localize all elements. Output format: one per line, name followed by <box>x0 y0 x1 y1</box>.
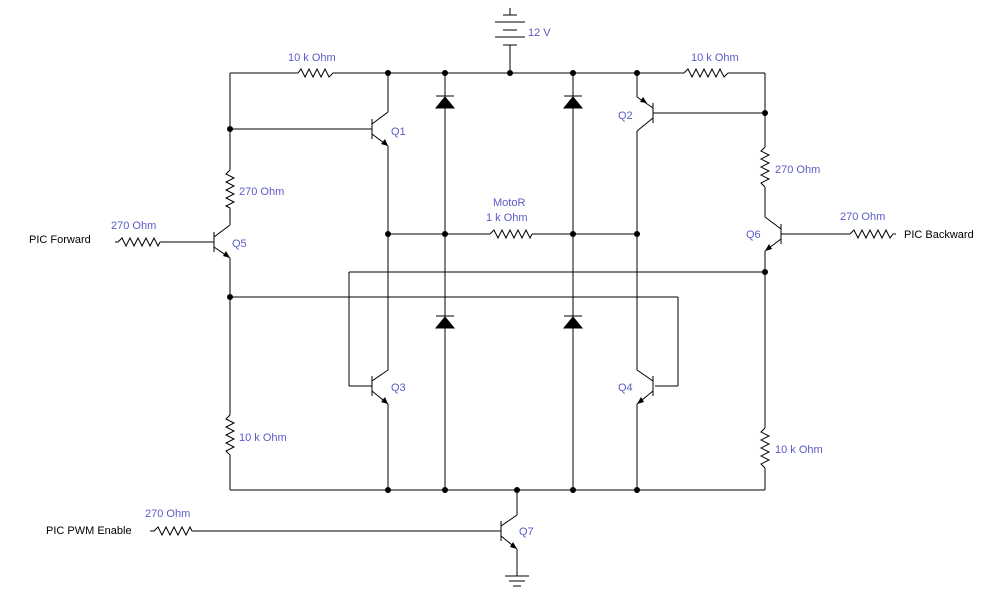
transistor-q1 <box>371 111 389 147</box>
resistor-top-left <box>297 67 335 79</box>
diode-top-right <box>562 95 584 109</box>
resistor-in-forward <box>115 236 161 248</box>
label-q7: Q7 <box>519 526 534 538</box>
transistor-q5 <box>213 224 231 259</box>
label-q1: Q1 <box>391 126 406 138</box>
label-q5: Q5 <box>232 238 247 250</box>
ground-icon <box>505 575 529 587</box>
resistors <box>115 67 896 537</box>
transistor-q6 <box>764 216 782 252</box>
labels: 10 k Ohm 10 k Ohm 270 Ohm 270 Ohm 270 Oh… <box>29 52 974 538</box>
diode-top-left <box>434 95 456 109</box>
label-r-bottom-right: 10 k Ohm <box>775 444 823 456</box>
junctions <box>227 70 768 493</box>
transistor-q2 <box>636 96 654 132</box>
label-r-mid-right: 270 Ohm <box>775 164 820 176</box>
resistor-mid-right <box>759 146 771 188</box>
label-input-backward: PIC Backward <box>904 229 974 241</box>
resistor-top-right <box>683 67 729 79</box>
supply-label: 12 V <box>528 27 551 39</box>
transistor-q4 <box>636 369 654 405</box>
resistor-bottom-left <box>224 414 236 456</box>
label-r-top-left: 10 k Ohm <box>288 52 336 64</box>
label-r-in-pwm: 270 Ohm <box>145 508 190 520</box>
resistor-motor <box>489 228 533 240</box>
battery-12v: 12 V <box>495 8 551 46</box>
label-motor-name: MotoR <box>493 197 525 209</box>
diode-bottom-left <box>434 315 456 329</box>
label-q6: Q6 <box>746 229 761 241</box>
diodes <box>434 95 584 329</box>
resistor-mid-left <box>224 169 236 209</box>
label-q4: Q4 <box>618 382 633 394</box>
label-r-bottom-left: 10 k Ohm <box>239 432 287 444</box>
label-input-pwm: PIC PWM Enable <box>46 525 132 537</box>
label-q2: Q2 <box>618 110 633 122</box>
resistor-bottom-right <box>759 427 771 469</box>
label-motor-value: 1 k Ohm <box>486 212 528 224</box>
transistor-q3 <box>371 369 389 405</box>
wires <box>160 45 850 576</box>
label-r-mid-left: 270 Ohm <box>239 186 284 198</box>
resistor-in-pwm <box>150 525 193 537</box>
label-r-top-right: 10 k Ohm <box>691 52 739 64</box>
label-q3: Q3 <box>391 382 406 394</box>
label-input-forward: PIC Forward <box>29 234 91 246</box>
label-r-in-backward: 270 Ohm <box>840 211 885 223</box>
transistors <box>213 96 782 550</box>
resistor-in-backward <box>849 228 896 240</box>
transistor-q7 <box>500 514 518 550</box>
diode-bottom-right <box>562 315 584 329</box>
label-r-in-forward: 270 Ohm <box>111 220 156 232</box>
